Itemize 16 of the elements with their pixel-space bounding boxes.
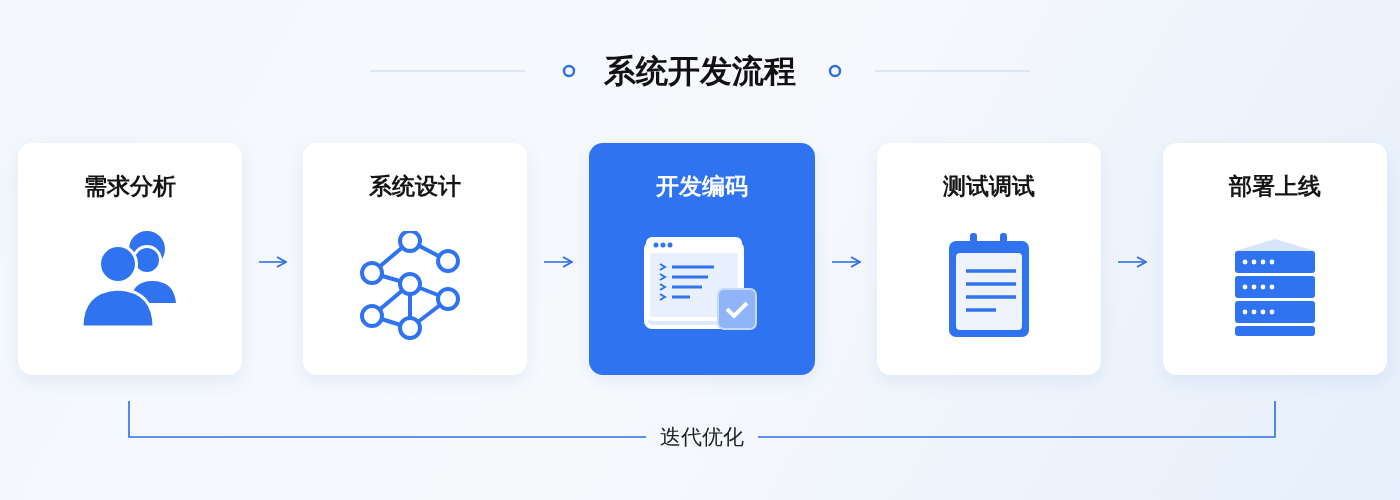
step-title: 部署上线 <box>1227 172 1322 201</box>
arrow <box>543 256 573 268</box>
step-title: 测试调试 <box>942 172 1036 201</box>
step-title: 系统设计 <box>368 172 462 201</box>
step-card <box>18 143 242 375</box>
step-card <box>1163 143 1387 375</box>
step-card <box>303 143 527 375</box>
step-title: 开发编码 <box>655 172 749 201</box>
arrow <box>1117 256 1147 268</box>
diagram-title: 系统开发流程 <box>604 52 796 90</box>
step-card <box>877 143 1101 375</box>
arrow <box>831 256 861 268</box>
bracket-connector <box>128 400 1276 438</box>
arrow <box>258 256 287 268</box>
step-title: 需求分析 <box>83 172 177 201</box>
highlighted-step-card <box>589 143 815 375</box>
